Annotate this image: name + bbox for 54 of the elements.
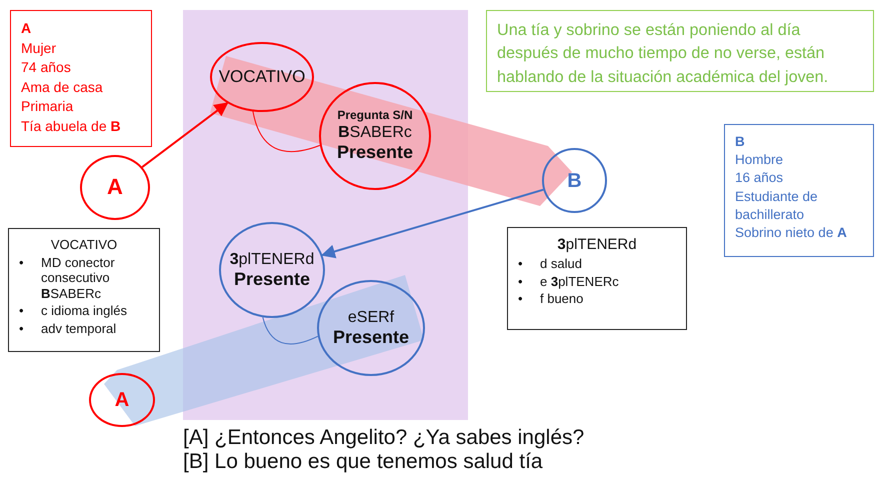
ellipse-node [317,280,425,376]
box-text: Ama de casa [21,78,104,97]
arrow [142,102,228,168]
box-text: e 3plTENERc [540,274,619,290]
box-text: d salud [540,256,582,272]
box-text: f bueno [540,291,584,307]
box-heading: A [21,19,32,38]
node-label: Presente [336,142,414,164]
connector-arc [252,110,320,152]
ellipse-node [89,373,155,427]
node-label: Presente [234,268,310,290]
bullet: • [19,320,25,337]
list-box [507,227,687,330]
text-box [10,10,152,147]
box-text: Sobrino nieto de A [735,224,848,242]
box-text: 74 años [21,58,72,78]
box-text: c idioma inglés [41,303,127,319]
ellipse-node [542,148,607,213]
connector-arc [262,316,318,344]
ellipse-node [319,82,431,190]
node-label: A [107,174,123,201]
node-label: B [567,168,582,192]
list-box [8,228,160,352]
box-heading: Una tía y sobrino se están poniendo al día después de mucho tiempo de no verse, están hablando de la situación académica del joven. [497,20,830,88]
node-label: eSERf [348,308,394,327]
ellipse-node [219,222,325,318]
box-heading: B [735,133,746,151]
box-text: Mujer [21,38,58,58]
box-heading: 3plTENERd [556,236,638,254]
text-box [724,124,874,257]
box-text: Estudiante de bachillerato [735,188,819,224]
bullet: • [19,254,25,270]
text-box [486,10,874,92]
arrow [321,188,544,258]
box-text: adv temporal [41,320,116,337]
node-label: VOCATIVO [218,66,306,88]
box-text: Tía abuela de B [21,116,122,136]
bullet: • [518,256,524,272]
box-text: 16 años [735,169,784,188]
node-label: BSABERc [338,122,412,142]
bullet: • [518,291,524,307]
box-heading: VOCATIVO [50,237,118,253]
node-label: Pregunta S/N [337,108,413,123]
node-label: 3plTENERd [230,250,314,269]
node-label: Presente [332,326,410,348]
bullet: • [518,274,524,290]
dialogue-line: [B] Lo bueno es que tenemos salud tía [183,450,543,474]
box-text: Primaria [21,97,74,116]
ellipse-node [80,155,150,220]
bullet: • [19,303,25,319]
box-text: Hombre [735,151,784,170]
dialogue-line: [A] ¿Entonces Angelito? ¿Ya sabes inglés? [183,426,584,450]
ellipse-node [210,42,314,112]
node-label: A [114,388,130,412]
